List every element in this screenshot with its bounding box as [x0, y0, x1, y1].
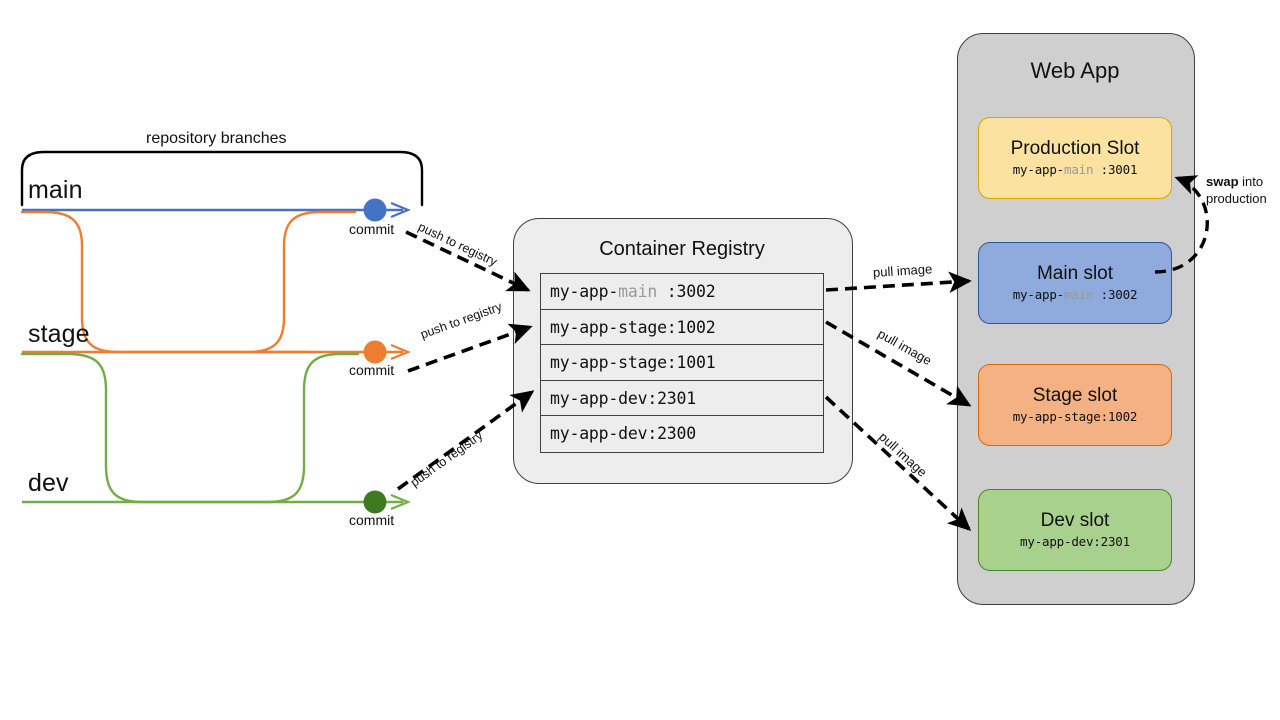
- registry-image-prefix: my-app-stage:1001: [550, 353, 716, 373]
- swap-arrow: [1154, 175, 1209, 274]
- branch-label-dev: dev: [28, 469, 69, 497]
- main-slot[interactable]: Main slot my-app-main :3002: [978, 242, 1172, 324]
- registry-image-tag: :3002: [657, 282, 716, 301]
- registry-row[interactable]: my-app-stage:1001: [541, 345, 823, 381]
- swap-into-production-label: swap into production: [1206, 173, 1280, 207]
- registry-row[interactable]: my-app-dev:2301: [541, 381, 823, 417]
- production-slot[interactable]: Production Slot my-app-main :3001: [978, 117, 1172, 199]
- registry-row[interactable]: my-app-stage:1002: [541, 310, 823, 346]
- stage-slot-title: Stage slot: [1032, 385, 1118, 406]
- branch-curve-dev: [20, 352, 360, 504]
- main-slot-image: my-app-main :3002: [1013, 286, 1138, 304]
- main-slot-image-prefix: my-app-: [1012, 287, 1064, 302]
- pull-arrow-dev: [824, 395, 972, 531]
- push-arrow-stage: [407, 323, 533, 373]
- registry-row[interactable]: my-app-main :3002: [541, 274, 823, 310]
- registry-image-branch: main: [618, 282, 658, 301]
- pull-arrow-stage: [825, 320, 972, 407]
- repository-bracket: [20, 150, 424, 207]
- production-slot-title: Production Slot: [1010, 138, 1140, 159]
- dev-slot[interactable]: Dev slot my-app-dev:2301: [978, 489, 1172, 571]
- commit-label-stage: commit: [349, 362, 395, 378]
- push-arrow-main: [405, 230, 531, 292]
- pull-arrow-main: [825, 271, 972, 294]
- commit-dot-stage: [363, 340, 387, 364]
- container-registry-title: Container Registry: [599, 238, 765, 260]
- production-slot-image-branch: main: [1064, 162, 1094, 177]
- stage-slot[interactable]: Stage slot my-app-stage:1002: [978, 364, 1172, 446]
- registry-image-prefix: my-app-stage:1002: [550, 317, 716, 337]
- commit-dot-dev: [363, 490, 387, 514]
- main-slot-image-branch: main: [1064, 287, 1094, 302]
- web-app-title: Web App: [1030, 58, 1120, 83]
- branch-arrow-dev: [390, 493, 411, 511]
- branch-arrow-stage: [390, 343, 411, 361]
- main-slot-image-tag: :3002: [1093, 287, 1138, 302]
- dev-slot-title: Dev slot: [1040, 510, 1110, 531]
- branch-arrow-main: [390, 201, 411, 219]
- production-slot-image: my-app-main :3001: [1013, 161, 1138, 179]
- production-slot-image-tag: :3001: [1093, 162, 1138, 177]
- stage-slot-image: my-app-stage:1002: [1012, 409, 1138, 424]
- production-slot-image-prefix: my-app-: [1012, 162, 1064, 177]
- main-slot-title: Main slot: [1036, 263, 1114, 284]
- branch-curve-stage: [20, 210, 357, 354]
- commit-label-dev: commit: [349, 512, 395, 528]
- registry-image-prefix: my-app-: [550, 282, 619, 301]
- commit-dot-main: [363, 198, 387, 222]
- registry-row[interactable]: my-app-dev:2300: [541, 416, 823, 452]
- swap-label-bold: swap: [1206, 174, 1239, 189]
- push-arrow-dev: [396, 390, 535, 491]
- registry-image-prefix: my-app-dev:2300: [550, 424, 697, 444]
- registry-image-prefix: my-app-dev:2301: [550, 388, 697, 408]
- repository-caption: repository branches: [146, 130, 287, 147]
- commit-label-main: commit: [349, 221, 395, 237]
- branch-label-stage: stage: [28, 320, 90, 348]
- container-registry-image-list: my-app-main :3002 my-app-stage:1002 my-a…: [540, 273, 824, 453]
- branch-label-main: main: [28, 176, 83, 204]
- swap-label-rest: into production: [1206, 174, 1267, 206]
- dev-slot-image: my-app-dev:2301: [1020, 534, 1130, 549]
